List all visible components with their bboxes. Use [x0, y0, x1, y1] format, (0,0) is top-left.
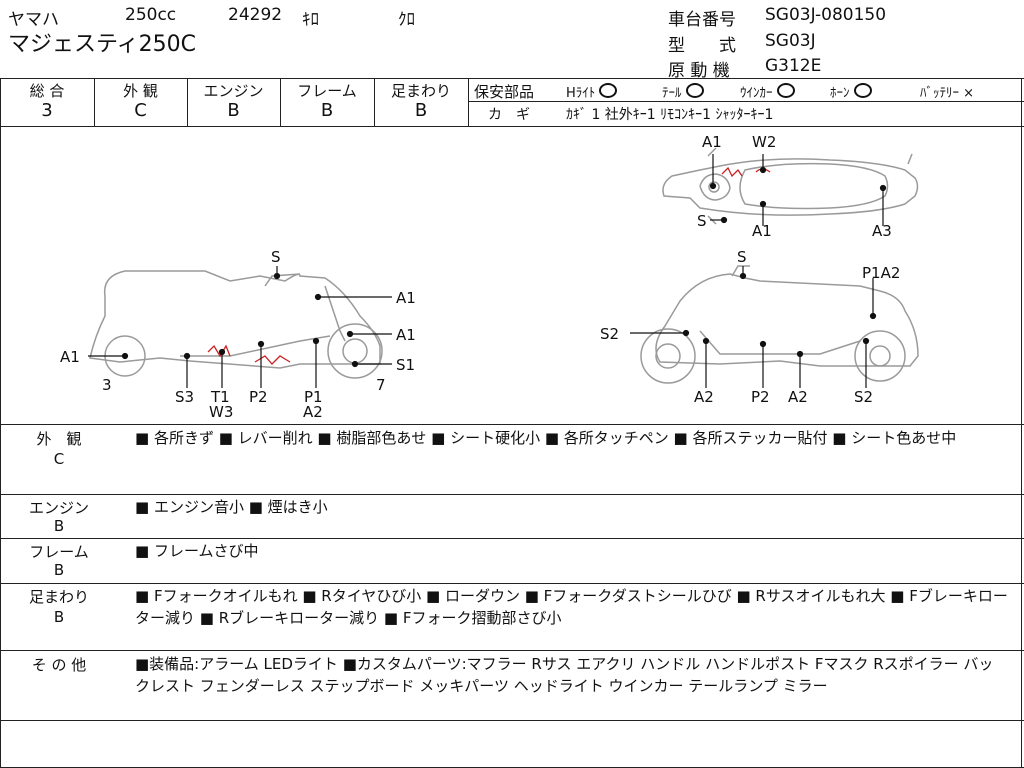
label-top-a3: A3: [872, 222, 892, 240]
damage-mark-t1: [207, 344, 231, 358]
label-top-a1: A1: [702, 133, 722, 151]
label-left-s1: S1: [396, 356, 415, 374]
mileage: 24292: [228, 5, 283, 25]
grade-exterior-label: 外 観: [123, 82, 158, 100]
label-left-a1-muffler: A1: [60, 348, 80, 366]
section-frame-grade: B: [53, 561, 65, 579]
label-top-s: S: [697, 212, 707, 230]
circle-icon: [776, 83, 795, 98]
grade-engine-label: エンジン: [203, 82, 264, 100]
label-right-a2-front: A2: [694, 388, 714, 406]
damage-mark-p2: [254, 355, 291, 365]
section-exterior-title: 外 観: [36, 430, 82, 448]
safety-item-horn: ﾎｰﾝ: [830, 82, 872, 101]
frame-no-label: 車台番号: [668, 10, 736, 30]
label-right-s: S: [737, 248, 747, 266]
label-left-3: 3: [102, 376, 112, 394]
engine-label: 原 動 機: [668, 61, 730, 81]
circle-icon: [599, 83, 618, 98]
label-right-s2-rear: S2: [854, 388, 873, 406]
displacement: 250cc: [125, 5, 177, 25]
section-other-text: ■装備品:アラーム LEDライト ■カスタムパーツ:マフラー Rサス エアクリ …: [135, 655, 994, 695]
label-left-p1: P1: [304, 388, 323, 406]
grade-engine-value: B: [227, 100, 240, 121]
mileage-unit: ｷﾛ: [302, 10, 319, 30]
section-engine-title: エンジン: [28, 499, 89, 517]
keys-value: ｶｷﾞ 1 社外ｷｰ1 ﾘﾓｺﾝｷｰ1 ｼｬｯﾀｰｷｰ1: [566, 107, 774, 123]
safety-item-tail: ﾃｰﾙ: [662, 82, 704, 101]
grade-total-value: 3: [41, 100, 53, 121]
circle-icon: [853, 83, 872, 98]
grade-suspension-value: B: [414, 100, 428, 121]
label-left-s3: S3: [175, 388, 194, 406]
label-left-a1-upper: A1: [396, 289, 416, 307]
grade-suspension-label: 足まわり: [390, 82, 451, 100]
label-left-t1: T1: [210, 388, 230, 406]
damage-diagram: A1 W2 S A1 A3 S A1 A1 A1 S1 3 7 S3 T1 W3…: [60, 133, 919, 421]
section-other-title: そ の 他: [31, 656, 87, 674]
section-engine-text: ■ エンジン音小 ■ 煙はき小: [135, 498, 328, 516]
label-right-a2-rear: A2: [788, 388, 808, 406]
grade-exterior-value: C: [134, 100, 147, 121]
label-left-a1-mid: A1: [396, 326, 416, 344]
maker: ヤマハ: [8, 10, 59, 30]
label-left-p2: P2: [249, 388, 268, 406]
label-right-p1a2: P1A2: [862, 264, 900, 282]
label-top-w2: W2: [752, 133, 776, 151]
section-engine-grade: B: [53, 517, 65, 535]
damage-mark-top: [721, 166, 743, 178]
model-name: マジェスティ250C: [8, 32, 197, 57]
grade-frame-value: B: [320, 100, 334, 121]
frame-no: SG03J-080150: [765, 5, 887, 25]
section-suspension-title: 足まわり: [28, 588, 89, 606]
safety-item-headlight: Hﾗｲﾄ: [566, 82, 618, 101]
model-type: SG03J: [765, 31, 816, 51]
section-exterior-text: ■ 各所きず ■ レバー削れ ■ 樹脂部色あせ ■ シート硬化小 ■ 各所タッチ…: [135, 429, 957, 447]
section-frame-title: フレーム: [29, 543, 89, 561]
section-exterior-grade: C: [53, 450, 65, 468]
safety-item-winker: ｳｲﾝｶｰ: [740, 82, 795, 101]
safety-label: 保安部品: [474, 83, 535, 101]
grade-total-label: 総 合: [29, 82, 65, 100]
label-left-w3: W3: [209, 403, 233, 421]
keys-label: カ ギ: [488, 107, 530, 123]
label-right-s2-front: S2: [600, 325, 619, 343]
section-suspension-text: ■ Fフォークオイルもれ ■ Rタイヤひび小 ■ ローダウン ■ Fフォークダス…: [135, 587, 1008, 627]
safety-item-battery: ﾊﾞｯﾃﾘｰ ×: [920, 86, 975, 101]
section-suspension-grade: B: [53, 608, 65, 626]
model-type-label: 型 式: [668, 36, 736, 56]
scooter-right-view: [640, 265, 919, 384]
label-left-s: S: [271, 248, 281, 266]
cross-icon: ×: [963, 86, 975, 101]
scooter-left-view: [89, 270, 383, 379]
engine-type: G312E: [765, 56, 822, 76]
label-right-p2: P2: [751, 388, 770, 406]
label-top-a1-bottom: A1: [752, 222, 772, 240]
circle-icon: [685, 83, 704, 98]
label-left-7: 7: [376, 376, 386, 394]
color: ｸﾛ: [398, 10, 415, 30]
grade-frame-label: フレーム: [297, 82, 357, 100]
label-left-a2: A2: [303, 403, 323, 421]
section-frame-text: ■ フレームさび中: [135, 542, 259, 560]
